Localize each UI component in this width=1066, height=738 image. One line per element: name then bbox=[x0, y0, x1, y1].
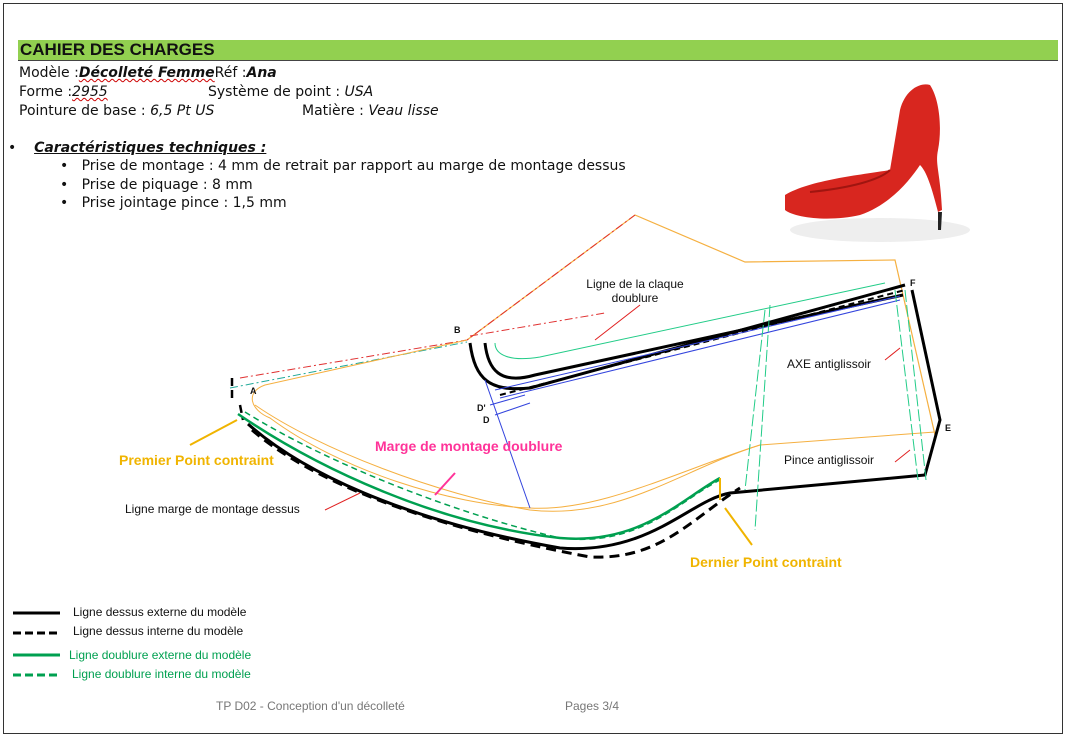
point-d-prime-label: D' bbox=[477, 403, 486, 413]
tech-heading: • Caractéristiques techniques : bbox=[8, 140, 267, 156]
page-border bbox=[3, 3, 1063, 734]
claque-label-2: doublure bbox=[611, 291, 659, 305]
list-item: • Prise jointage pince : 1,5 mm bbox=[60, 195, 287, 211]
red-dash-line bbox=[239, 214, 636, 379]
footer-title: TP D02 - Conception d'un décolleté bbox=[216, 699, 405, 713]
red-pump-shoe-image bbox=[785, 84, 970, 242]
black-dash-toe bbox=[230, 378, 245, 421]
green-dash-line bbox=[229, 341, 468, 389]
red-dash-line bbox=[469, 312, 606, 337]
pink-arrow bbox=[434, 472, 456, 496]
title-bar: CAHIER DES CHARGES bbox=[18, 40, 1058, 61]
point-d-label: D bbox=[483, 415, 490, 425]
black-inner-dash-line bbox=[251, 428, 741, 559]
point-b-label: B bbox=[454, 325, 461, 335]
ref-value: Ana bbox=[246, 65, 277, 81]
list-item-text: Prise de piquage : 8 mm bbox=[81, 177, 253, 193]
orange-inner-line bbox=[252, 339, 936, 509]
modele-label: Modèle : bbox=[19, 65, 79, 81]
page-title: CAHIER DES CHARGES bbox=[20, 40, 215, 59]
ref-label: Réf : bbox=[214, 65, 247, 81]
point-e-label: E bbox=[945, 423, 952, 433]
point-f-label: F bbox=[910, 278, 916, 288]
orange-arrow bbox=[724, 507, 753, 546]
claque-doublure-line bbox=[494, 282, 886, 360]
green-inner-dash-line bbox=[244, 411, 721, 541]
marge-doublure-label: Marge de montage doublure bbox=[375, 438, 563, 454]
orange-arrow bbox=[189, 419, 238, 446]
point-a-label: A bbox=[250, 386, 257, 396]
red-arrow bbox=[324, 347, 911, 511]
tech-heading-text: Caractéristiques techniques : bbox=[34, 140, 267, 156]
forme-line: Forme :2955 bbox=[19, 84, 108, 100]
modele-value: Décolleté Femme bbox=[78, 65, 215, 81]
black-collar-outer bbox=[468, 283, 906, 391]
pointure-value: 6,5 Pt US bbox=[150, 103, 215, 119]
footer-page-number: Pages 3/4 bbox=[565, 699, 620, 713]
claque-label-1: Ligne de la claque bbox=[586, 277, 684, 291]
green-outer-line bbox=[237, 412, 721, 540]
marge-dessus-label: Ligne marge de montage dessus bbox=[125, 502, 300, 516]
systeme-label: Système de point : bbox=[208, 84, 341, 100]
list-item: • Prise de montage : 4 mm de retrait par… bbox=[60, 158, 626, 174]
pointure-label: Pointure de base : bbox=[19, 103, 146, 119]
matiere-line: Matière : Veau lisse bbox=[302, 103, 439, 119]
matiere-value: Veau lisse bbox=[368, 103, 439, 119]
legend-item: Ligne dessus externe du modèle bbox=[73, 605, 247, 619]
forme-label: Forme : bbox=[19, 84, 73, 100]
systeme-line: Système de point : USA bbox=[208, 84, 373, 100]
orange-inner-line bbox=[254, 404, 761, 512]
legend-item: Ligne doublure externe du modèle bbox=[69, 648, 252, 662]
list-item: • Prise de piquage : 8 mm bbox=[60, 177, 253, 193]
black-collar-inner bbox=[483, 293, 904, 380]
legend-item: Ligne doublure interne du modèle bbox=[72, 667, 251, 681]
black-collar-dash bbox=[499, 289, 906, 396]
list-item-text: Prise jointage pince : 1,5 mm bbox=[81, 195, 287, 211]
blue-lines bbox=[494, 295, 901, 399]
matiere-label: Matière : bbox=[302, 103, 364, 119]
premier-point-label: Premier Point contraint bbox=[119, 452, 274, 468]
red-arrow bbox=[594, 304, 641, 341]
pattern-diagram bbox=[189, 214, 942, 559]
blue-d-lines bbox=[484, 379, 531, 509]
modele-line: Modèle :Décolleté FemmeRéf :Ana bbox=[19, 65, 277, 81]
pince-label: Pince antiglissoir bbox=[784, 453, 875, 467]
legend-item: Ligne dessus interne du modèle bbox=[73, 624, 244, 638]
list-item-text: Prise de montage : 4 mm de retrait par r… bbox=[81, 158, 626, 174]
forme-value: 2955 bbox=[72, 84, 108, 100]
pointure-line: Pointure de base : 6,5 Pt US bbox=[19, 103, 214, 119]
green-vertical-lines bbox=[744, 289, 927, 531]
axe-label: AXE antiglissoir bbox=[787, 357, 872, 371]
legend-swatches bbox=[13, 611, 60, 677]
systeme-value: USA bbox=[344, 84, 374, 100]
dernier-point-label: Dernier Point contraint bbox=[690, 554, 842, 570]
black-outer-line bbox=[247, 289, 942, 551]
